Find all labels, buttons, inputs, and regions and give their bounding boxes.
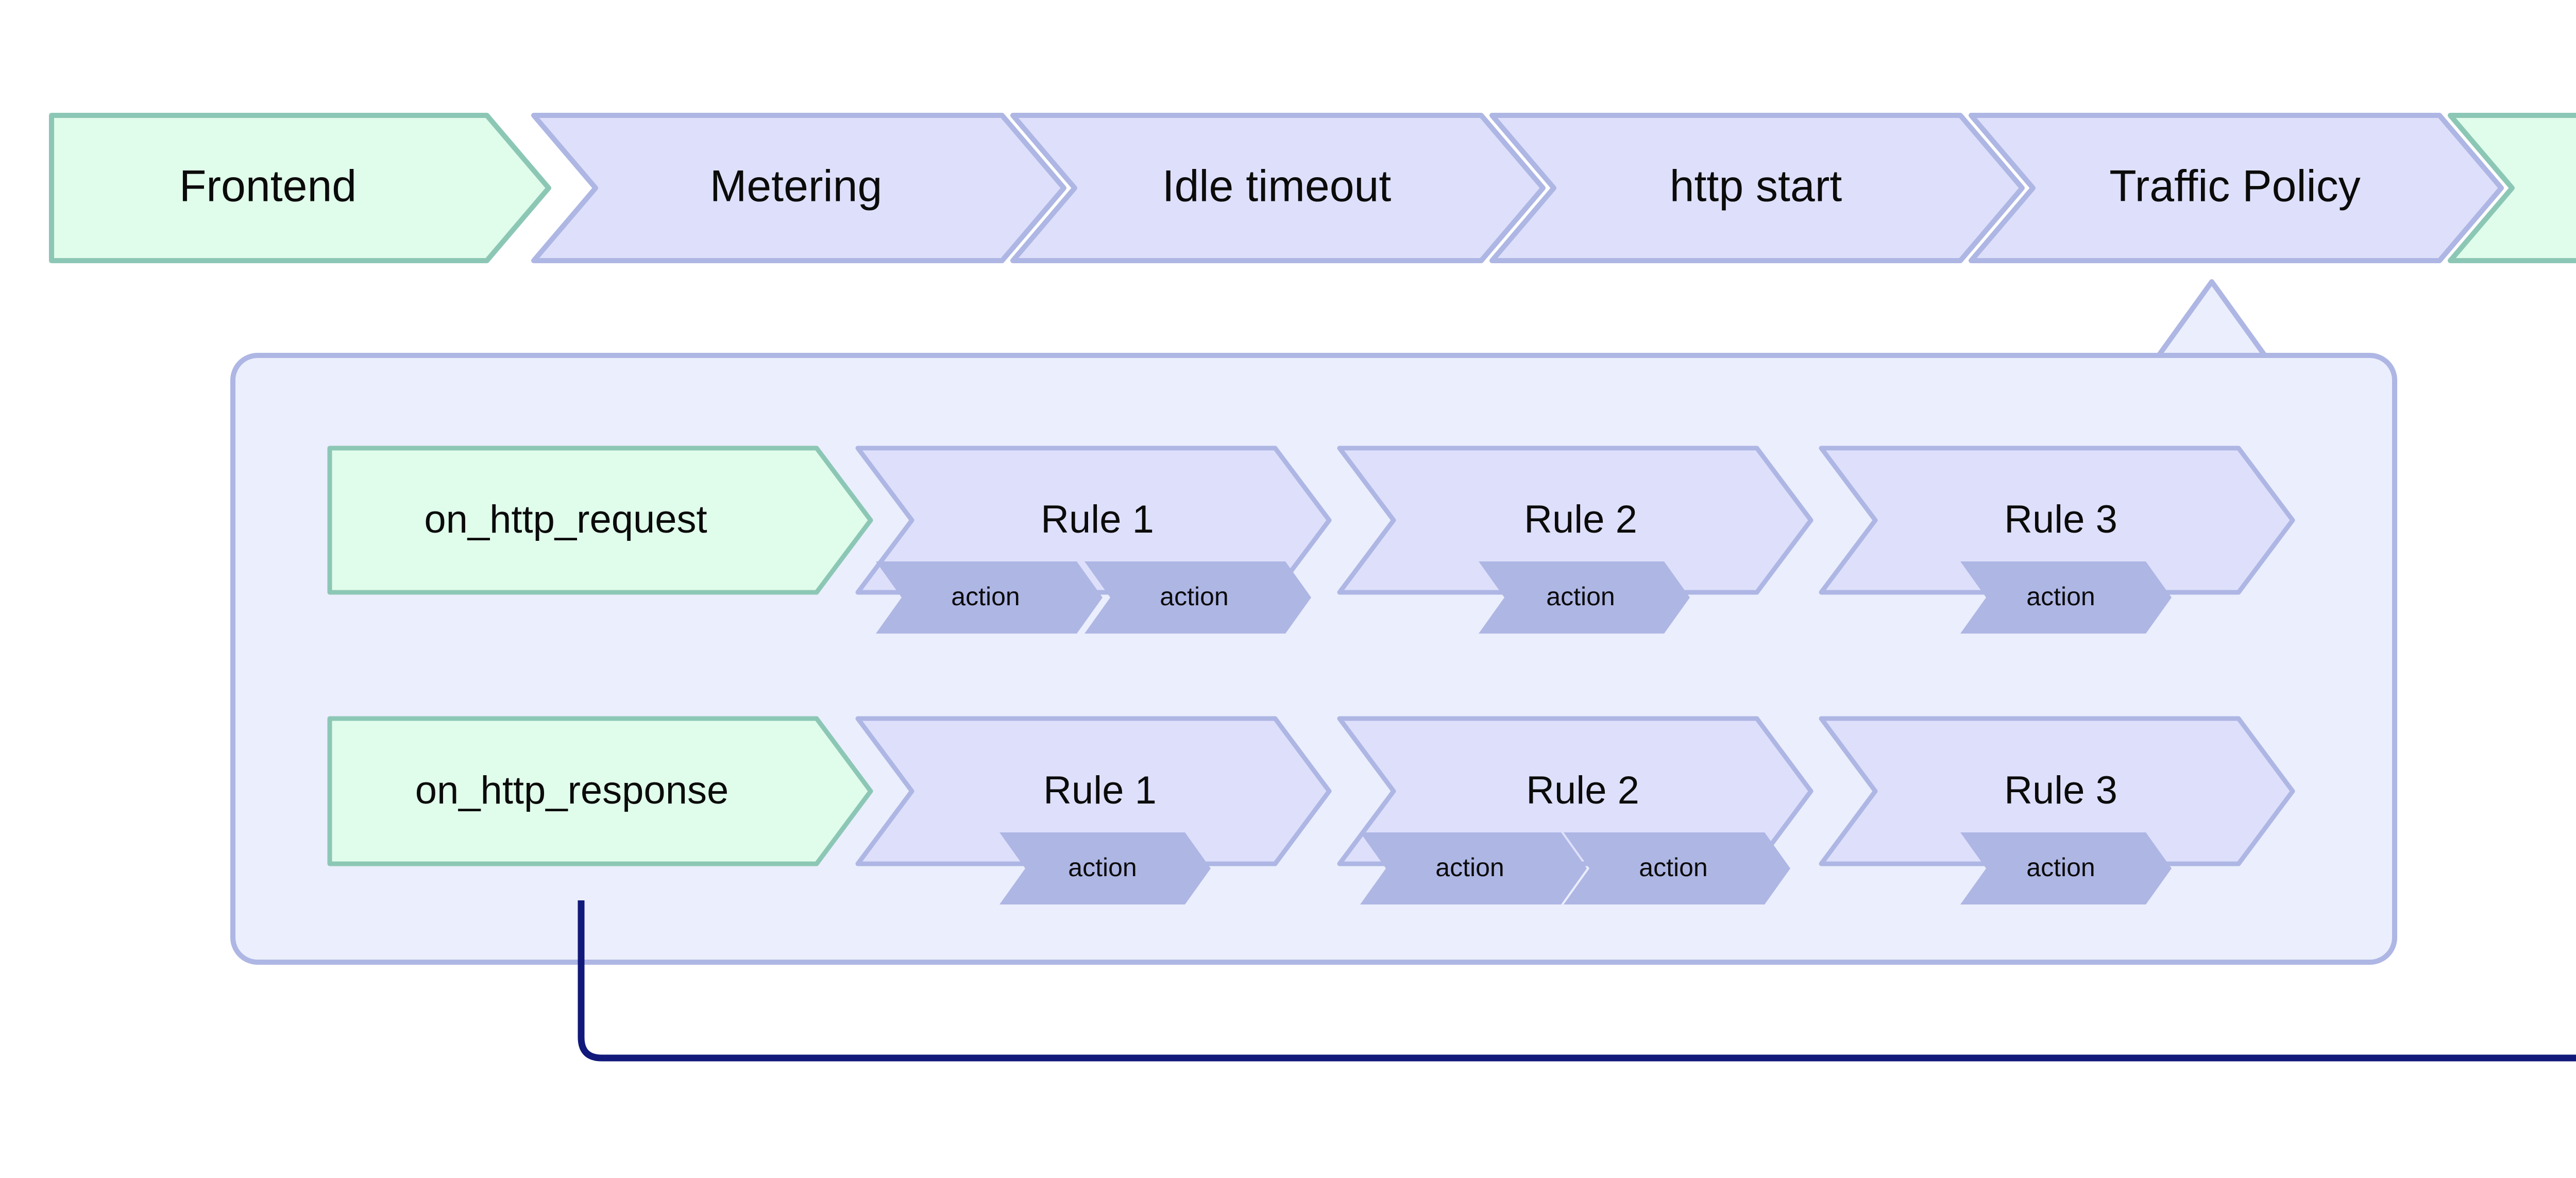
backend-chevron-shape <box>2448 113 2576 263</box>
hook-on-http-request[interactable]: on_http_request <box>327 446 873 595</box>
request-rule-1[interactable]: Rule 1 action action <box>855 446 1332 634</box>
action-label: action <box>1160 582 1228 611</box>
pipeline-stage-label: Frontend <box>179 162 357 211</box>
action-label: action <box>1068 853 1137 882</box>
pipeline-stage-label: Traffic Policy <box>2109 162 2360 211</box>
action-chevron-shape <box>1960 561 2172 634</box>
pipeline-stage-label: http start <box>1670 162 1842 211</box>
pipeline-stage-metering[interactable]: Metering <box>531 113 1066 263</box>
return-arrow-path <box>578 900 2576 1062</box>
pipeline-stage-backend[interactable]: Backend <box>2448 113 2576 263</box>
response-rule-1[interactable]: Rule 1 action <box>855 716 1332 904</box>
metering-chevron-shape <box>531 113 1066 263</box>
action-chevron-shape <box>1960 832 2172 904</box>
request-rule-3[interactable]: Rule 3 action <box>1819 446 2295 634</box>
response-rule-2[interactable]: Rule 2 action action <box>1337 716 1814 904</box>
top-pipeline-row: Frontend Metering Idle timeout http star… <box>49 113 2576 263</box>
pipeline-stage-idle-timeout[interactable]: Idle timeout <box>1010 113 1546 263</box>
action-label: action <box>951 582 1020 611</box>
pipeline-stage-label: Idle timeout <box>1162 162 1392 211</box>
hook-chevron-shape <box>327 446 873 595</box>
response-rule-3-action-1[interactable]: action <box>1960 832 2172 904</box>
action-label: action <box>2026 582 2095 611</box>
frontend-chevron-shape <box>49 113 551 263</box>
request-rule-1-action-2[interactable]: action <box>1084 561 1311 634</box>
hook-chevron-shape <box>327 716 873 866</box>
hook-label: on_http_request <box>424 498 707 541</box>
request-rule-2-action-1[interactable]: action <box>1479 561 1690 634</box>
rule-label: Rule 3 <box>2004 769 2117 812</box>
action-chevron-shape <box>1360 832 1587 904</box>
action-label: action <box>1639 853 1707 882</box>
rule-label: Rule 1 <box>1041 498 1154 541</box>
request-rule-2[interactable]: Rule 2 action <box>1337 446 1814 634</box>
policy-connector-triangle-icon <box>2156 279 2267 358</box>
action-label: action <box>2026 853 2095 882</box>
rule-chevron-shape <box>855 716 1332 866</box>
hook-label: on_http_response <box>415 769 728 812</box>
phase-on-http-request: on_http_request Rule 1 action action <box>327 446 2295 634</box>
hook-on-http-response[interactable]: on_http_response <box>327 716 873 866</box>
pipeline-stage-frontend[interactable]: Frontend <box>49 113 551 263</box>
pipeline-stage-label: Metering <box>710 162 883 211</box>
rule-chevron-shape <box>1819 446 2295 595</box>
phase-on-http-response: on_http_response Rule 1 action Rule 2 ac… <box>327 716 2295 904</box>
action-chevron-shape <box>1564 832 1790 904</box>
idle-timeout-chevron-shape <box>1010 113 1546 263</box>
action-chevron-shape <box>1479 561 1690 634</box>
action-chevron-shape <box>999 832 1211 904</box>
response-rule-1-action-1[interactable]: action <box>999 832 1211 904</box>
response-to-backend-arrow <box>578 900 2576 1062</box>
pipeline-stage-traffic-policy[interactable]: Traffic Policy <box>1969 113 2504 263</box>
rule-chevron-shape <box>1337 446 1814 595</box>
pipeline-stage-http-start[interactable]: http start <box>1489 113 2025 263</box>
traffic-policy-chevron-shape <box>1969 113 2504 263</box>
rule-chevron-shape <box>1819 716 2295 866</box>
rule-label: Rule 3 <box>2004 498 2117 541</box>
rule-label: Rule 2 <box>1526 769 1639 812</box>
response-rule-3[interactable]: Rule 3 action <box>1819 716 2295 904</box>
rule-label: Rule 2 <box>1524 498 1637 541</box>
action-chevron-shape <box>876 561 1103 634</box>
action-label: action <box>1546 582 1615 611</box>
request-rule-3-action-1[interactable]: action <box>1960 561 2172 634</box>
request-rule-1-action-1[interactable]: action <box>876 561 1103 634</box>
action-chevron-shape <box>1084 561 1311 634</box>
http-start-chevron-shape <box>1489 113 2025 263</box>
response-rule-2-action-2[interactable]: action <box>1564 832 1790 904</box>
action-label: action <box>1435 853 1504 882</box>
response-rule-2-action-1[interactable]: action <box>1360 832 1587 904</box>
rule-label: Rule 1 <box>1043 769 1157 812</box>
